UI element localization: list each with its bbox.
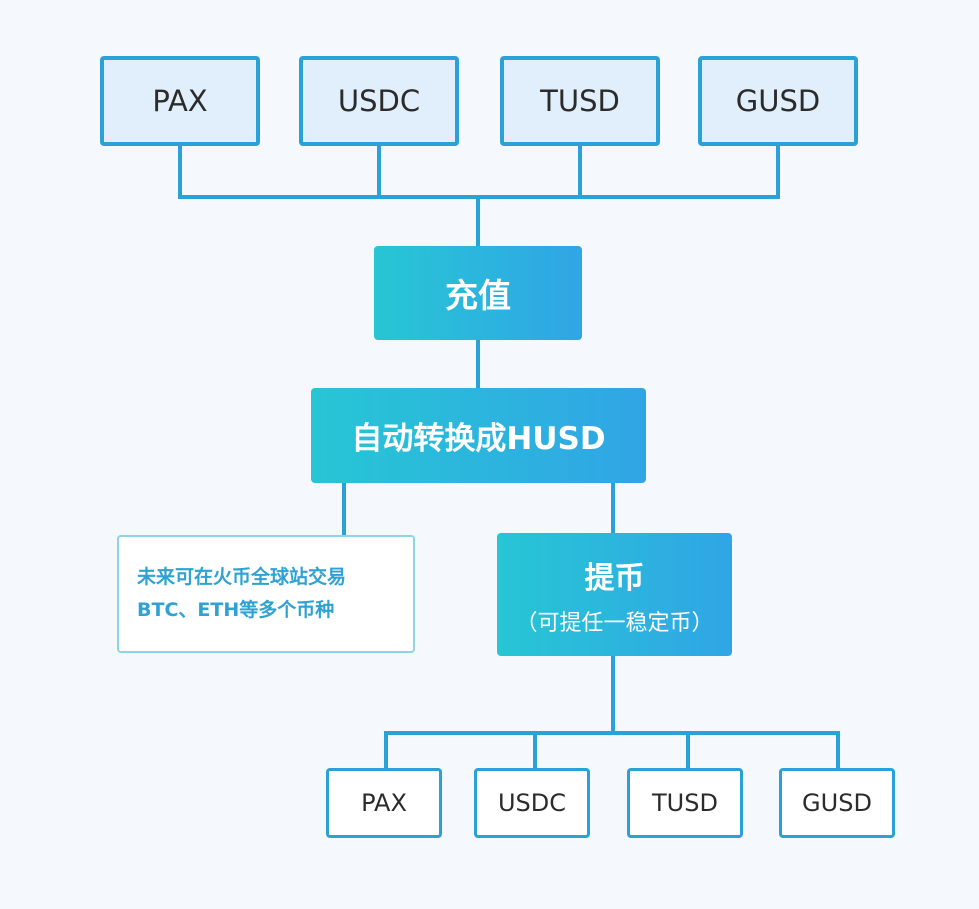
deposit-step: 充值 <box>374 246 582 340</box>
withdraw-target-tusd: TUSD <box>627 768 743 838</box>
deposit-source-label: USDC <box>337 84 421 118</box>
withdraw-target-usdc: USDC <box>474 768 590 838</box>
note-box: 未来可在火币全球站交易 BTC、ETH等多个币种 <box>117 535 415 653</box>
withdraw-target-label: GUSD <box>802 789 872 817</box>
withdraw-step-label: 提币 <box>584 560 645 596</box>
withdraw-step-sublabel: （可提任一稳定币） <box>515 610 714 636</box>
withdraw-step: 提币 （可提任一稳定币） <box>497 533 732 656</box>
deposit-source-label: TUSD <box>540 84 620 118</box>
deposit-source-label: PAX <box>152 84 208 118</box>
deposit-step-label: 充值 <box>445 276 511 315</box>
withdraw-target-label: PAX <box>361 789 407 817</box>
withdraw-target-label: USDC <box>497 789 567 817</box>
deposit-source-usdc: USDC <box>299 56 459 146</box>
withdraw-target-gusd: GUSD <box>779 768 895 838</box>
deposit-source-label: GUSD <box>735 84 821 118</box>
withdraw-target-pax: PAX <box>326 768 442 838</box>
convert-step-label: 自动转换成HUSD <box>351 421 606 457</box>
note-line-2: BTC、ETH等多个币种 <box>137 599 335 621</box>
withdraw-target-label: TUSD <box>652 789 718 817</box>
convert-step: 自动转换成HUSD <box>311 388 646 483</box>
deposit-source-gusd: GUSD <box>698 56 858 146</box>
deposit-source-tusd: TUSD <box>500 56 660 146</box>
deposit-source-pax: PAX <box>100 56 260 146</box>
note-line-1: 未来可在火币全球站交易 <box>137 566 347 588</box>
